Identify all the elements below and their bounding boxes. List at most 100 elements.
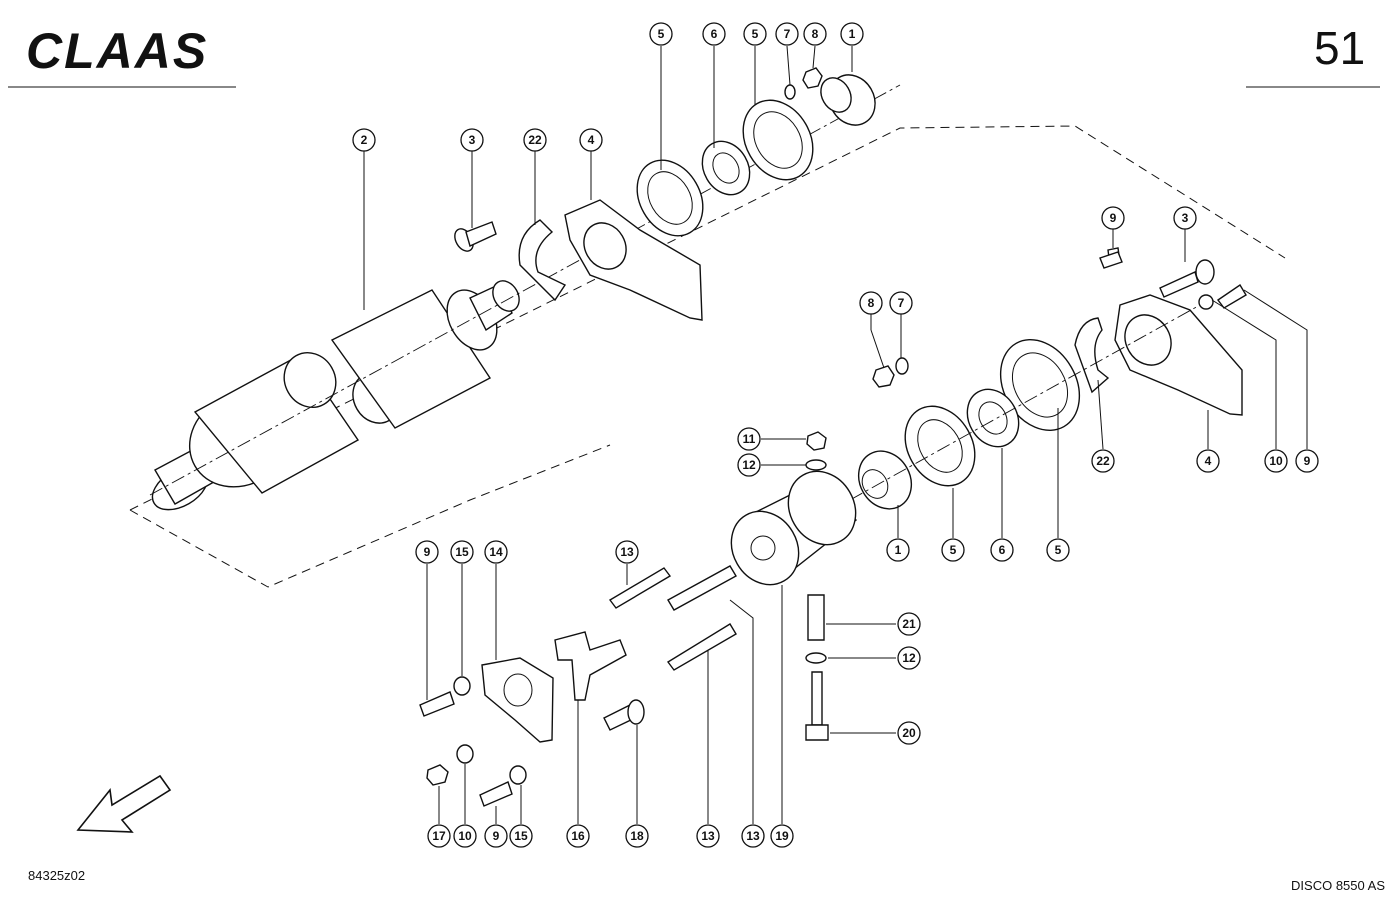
callout-label: 9 xyxy=(1110,211,1117,225)
pin-b xyxy=(667,565,737,611)
callout-label: 5 xyxy=(950,543,957,557)
callout-label: 14 xyxy=(489,545,503,559)
flange-right-a-inner xyxy=(917,419,963,473)
flange-upper-a-inner xyxy=(647,171,693,225)
callout-label: 6 xyxy=(711,27,718,41)
callout-label: 4 xyxy=(588,133,595,147)
callout-label: 5 xyxy=(752,27,759,41)
carriage-bolt-upper xyxy=(454,221,497,252)
alignment-frame xyxy=(129,125,1286,511)
bolt-right-b xyxy=(1159,259,1215,298)
callout-label: 17 xyxy=(432,829,446,843)
callout-label: 5 xyxy=(1055,543,1062,557)
callout-8: 8 xyxy=(803,22,827,46)
nut-lower xyxy=(426,764,449,786)
bolt-right-c xyxy=(1198,284,1247,310)
leader-lines xyxy=(363,45,1308,824)
roller-drum xyxy=(151,280,520,511)
drawing-code: 84325z02 xyxy=(28,868,85,883)
callout-label: 1 xyxy=(895,543,902,557)
callout-9: 9 xyxy=(415,540,439,564)
bolt-right-a xyxy=(1099,247,1123,269)
callout-label: 2 xyxy=(361,133,368,147)
bearing-right-inner xyxy=(978,401,1008,435)
flange-right-a xyxy=(904,405,976,487)
callout-label: 7 xyxy=(898,296,905,310)
callout-13: 13 xyxy=(696,824,720,848)
callout-label: 11 xyxy=(743,432,756,446)
callout-label: 13 xyxy=(701,829,715,843)
callout-label: 22 xyxy=(1096,454,1110,468)
callout-5: 5 xyxy=(941,538,965,562)
callout-label: 15 xyxy=(514,829,528,843)
callout-3: 3 xyxy=(460,128,484,152)
callout-18: 18 xyxy=(625,824,649,848)
callout-label: 6 xyxy=(999,543,1006,557)
nut-hub-top xyxy=(806,431,827,451)
clamp-upper xyxy=(518,219,567,302)
callout-label: 20 xyxy=(902,726,916,740)
washer-lower-a xyxy=(453,676,471,696)
callout-10: 10 xyxy=(453,824,477,848)
callout-21: 21 xyxy=(897,612,921,636)
right-axis xyxy=(849,304,1201,501)
callout-label: 9 xyxy=(424,545,431,559)
callout-17: 17 xyxy=(427,824,451,848)
mounting-plate-bore xyxy=(503,673,533,707)
sleeve xyxy=(807,594,825,641)
callout-label: 18 xyxy=(630,829,644,843)
callout-label: 21 xyxy=(902,617,916,631)
clamp-right xyxy=(1074,317,1110,394)
washer-lower-b xyxy=(456,744,474,764)
callout-15: 15 xyxy=(509,824,533,848)
flange-right-b-inner xyxy=(1011,352,1069,418)
callout-9: 9 xyxy=(484,824,508,848)
collar-upper xyxy=(820,74,876,126)
bearing-upper xyxy=(701,140,751,196)
washer-upper xyxy=(784,84,796,100)
callout-5: 5 xyxy=(649,22,673,46)
callout-20: 20 xyxy=(897,721,921,745)
washer-hub-top xyxy=(805,459,827,471)
callout-9: 9 xyxy=(1101,206,1125,230)
callout-19: 19 xyxy=(770,824,794,848)
model-label: DISCO 8550 AS xyxy=(1291,878,1385,893)
page-number: 51 xyxy=(1314,22,1365,74)
callout-8: 8 xyxy=(859,291,883,315)
nut-right xyxy=(872,365,895,388)
flange-upper-a xyxy=(636,159,704,237)
bearing-right xyxy=(966,388,1020,448)
pin-a xyxy=(608,567,672,609)
brand-logo: CLAAS xyxy=(26,23,208,79)
flange-upper-b xyxy=(742,99,814,181)
bolt-lower-b xyxy=(479,781,513,807)
callout-5: 5 xyxy=(743,22,767,46)
callout-22: 22 xyxy=(1091,449,1115,473)
callout-label: 16 xyxy=(571,829,585,843)
callout-9: 9 xyxy=(1295,449,1319,473)
hub xyxy=(730,470,858,586)
collar-right xyxy=(857,450,913,510)
mounting-plate xyxy=(481,657,554,743)
alignment-frame-lower xyxy=(129,444,611,588)
bearing-upper-inner xyxy=(712,152,740,184)
washer-hub-bottom xyxy=(805,652,827,664)
bolt-hub xyxy=(805,671,829,741)
carriage-bolt-lower xyxy=(603,699,645,731)
callout-1: 1 xyxy=(886,538,910,562)
callout-6: 6 xyxy=(990,538,1014,562)
nut-upper xyxy=(802,67,823,89)
callout-label: 7 xyxy=(784,27,791,41)
callout-label: 10 xyxy=(1269,454,1283,468)
callout-label: 9 xyxy=(493,829,500,843)
flange-upper-b-inner xyxy=(753,111,803,169)
bolt-lower-a xyxy=(419,691,455,717)
callout-label: 3 xyxy=(469,133,476,147)
callout-5: 5 xyxy=(1046,538,1070,562)
bracket xyxy=(554,631,627,701)
callout-label: 22 xyxy=(528,133,542,147)
washer-right xyxy=(895,357,909,375)
callout-1: 1 xyxy=(840,22,864,46)
callout-label: 10 xyxy=(458,829,472,843)
callout-label: 13 xyxy=(746,829,760,843)
